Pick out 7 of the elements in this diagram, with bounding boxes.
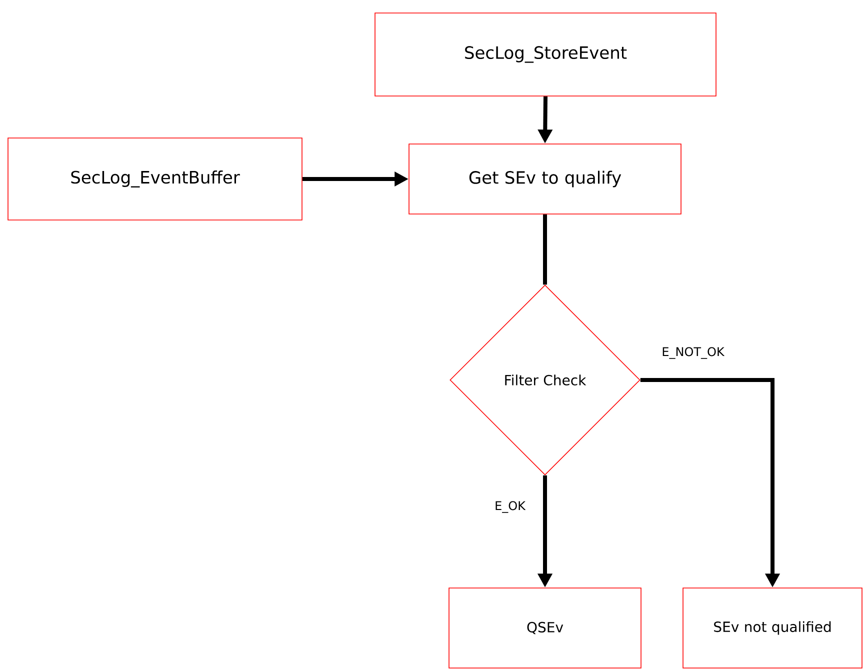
process-box: SecLog_EventBuffer xyxy=(8,138,302,220)
process-box: QSEv xyxy=(448,588,642,668)
edge-label: E_NOT_OK xyxy=(662,347,725,359)
process-box: SEv not qualified xyxy=(682,588,862,668)
process-box: Get SEv to qualify xyxy=(408,144,682,214)
edge-label: E_OK xyxy=(496,501,526,513)
process-box: SecLog_StoreEvent xyxy=(374,12,716,96)
